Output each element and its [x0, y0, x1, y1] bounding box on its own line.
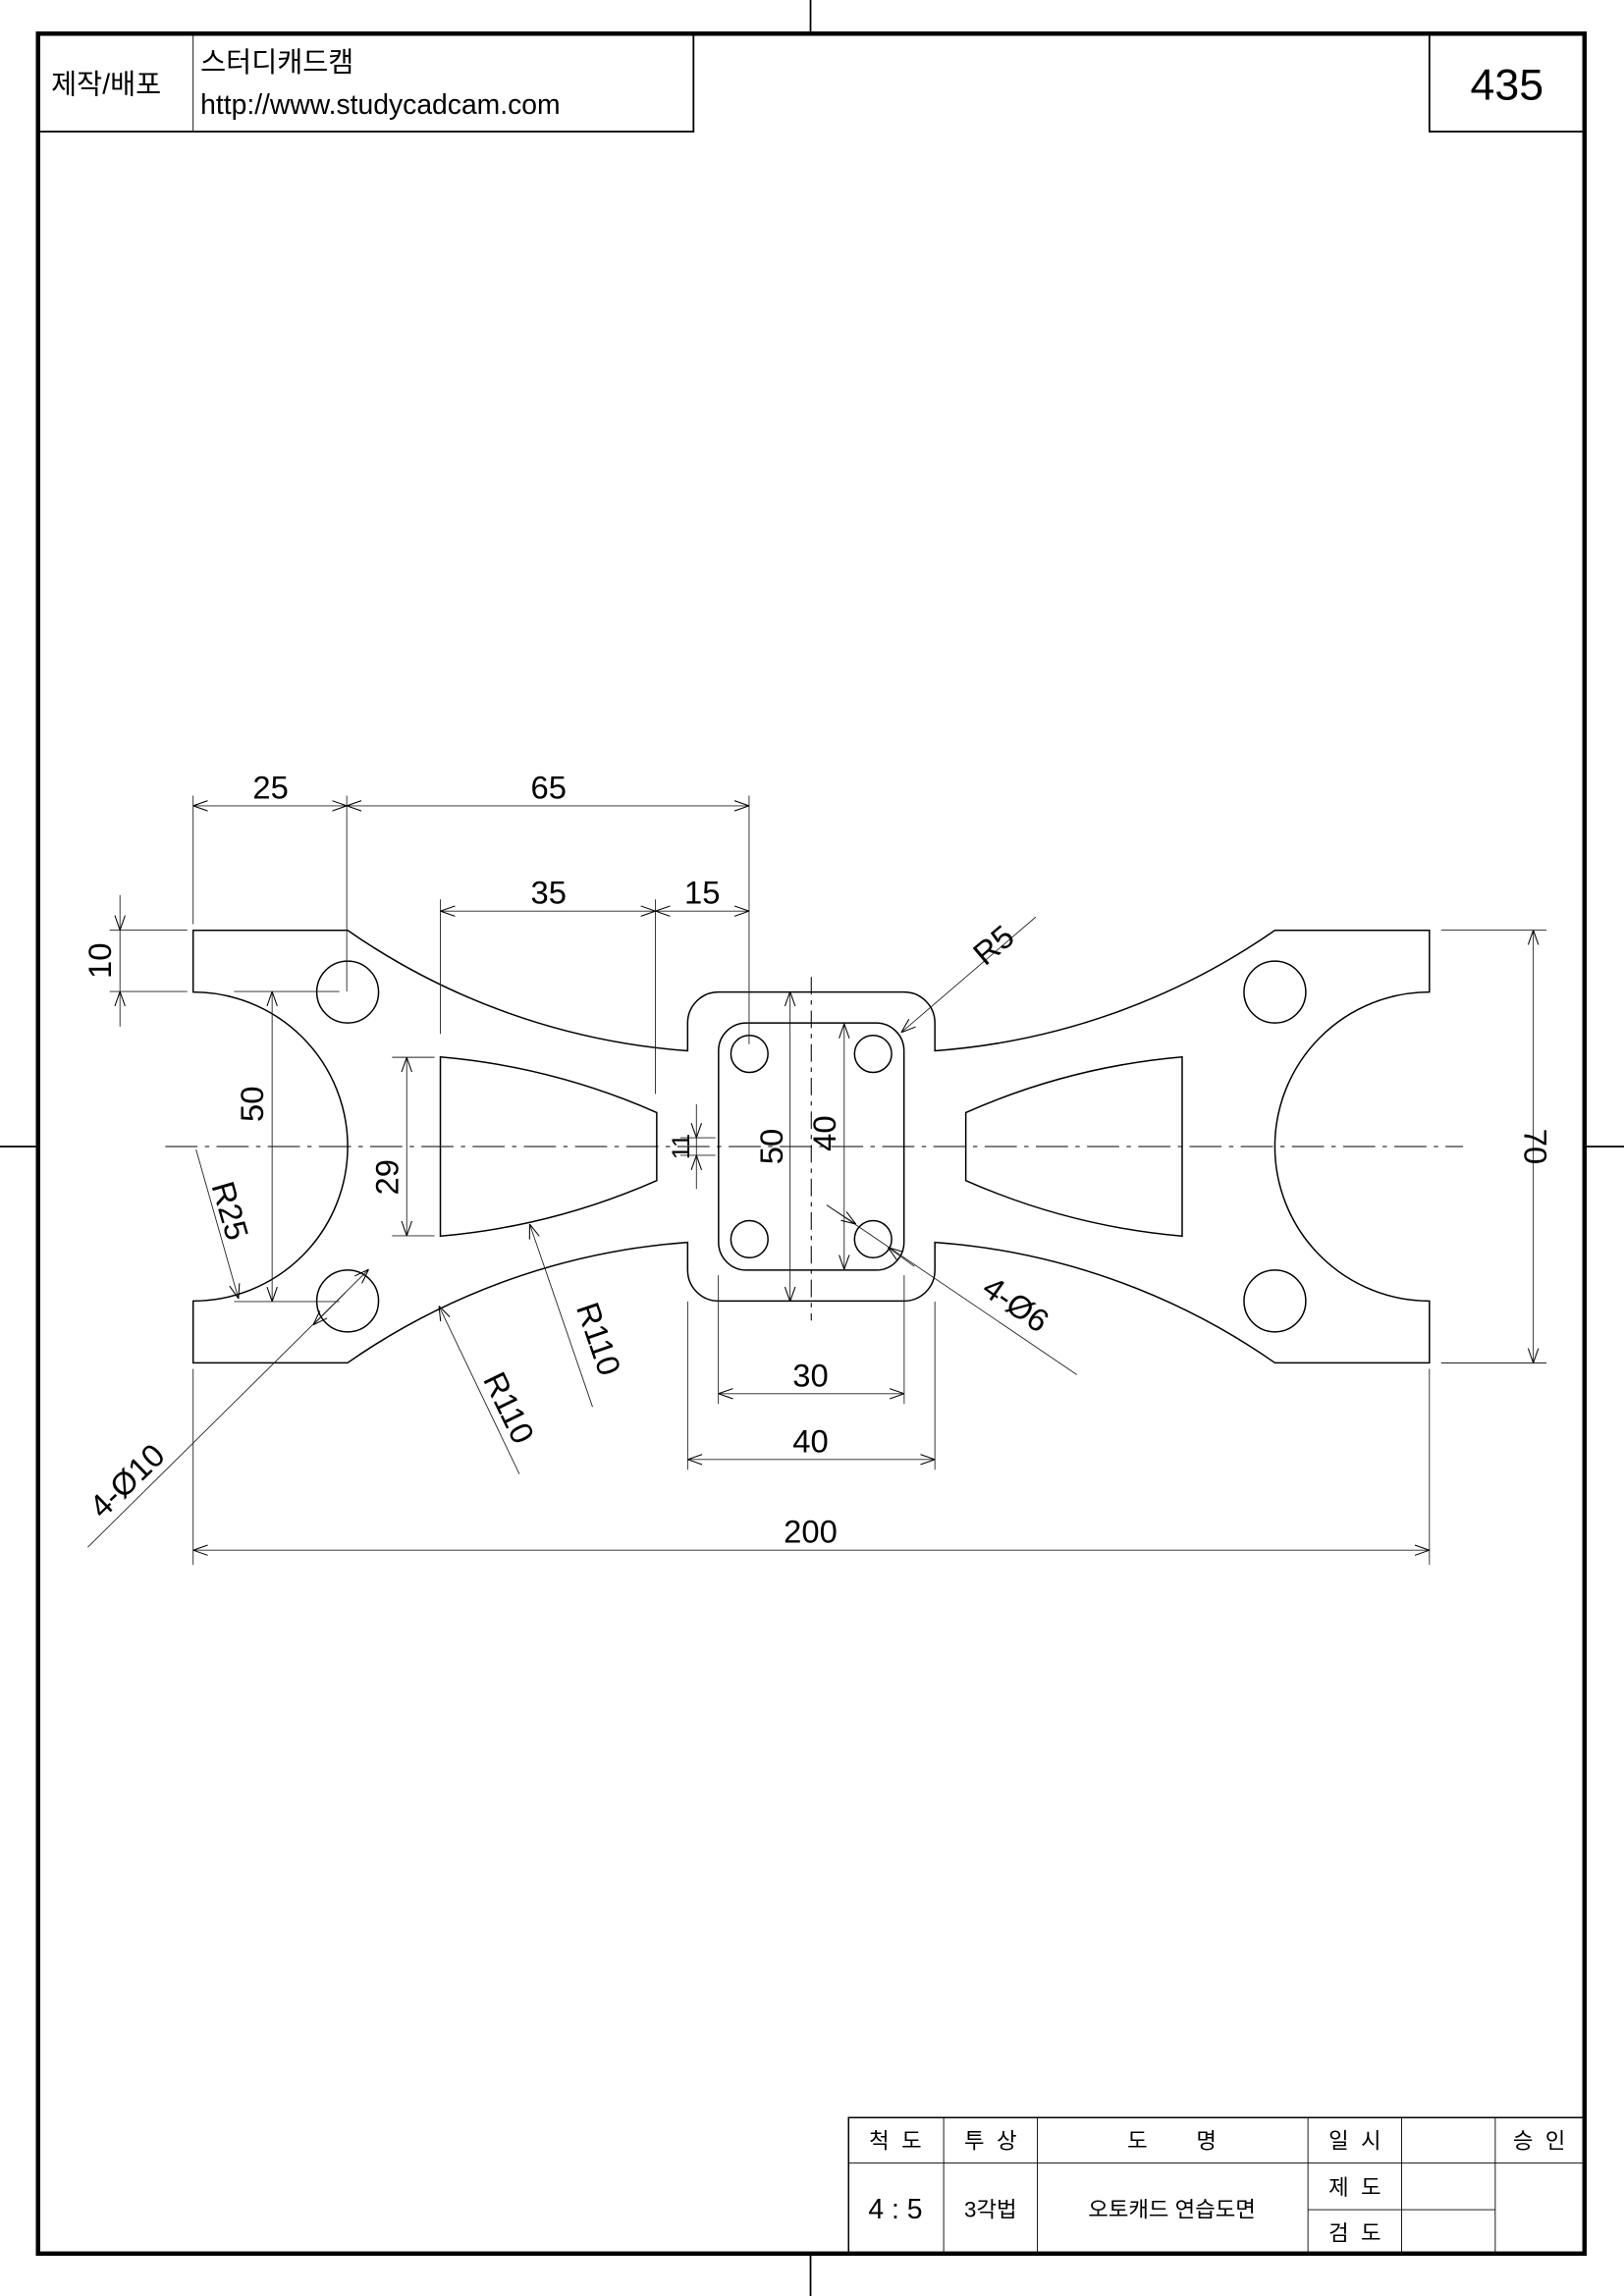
dimension-200: 200 [192, 1514, 1430, 1550]
projection-value: 3각법 [964, 2198, 1017, 2222]
scale-label: 척 도 [869, 2129, 922, 2154]
leader-r5: R5 [901, 916, 1037, 1033]
dimension-11: 11 [668, 1103, 696, 1190]
dimension-text: 65 [531, 769, 567, 805]
dimension-15: 15 [655, 875, 749, 911]
title-block: 척 도 투 상 도 명 일 시 승 인 제 도 검 도 4 : 5 3각법 오토… [847, 2116, 1586, 2255]
dimension-25: 25 [192, 769, 348, 805]
dimension-65: 65 [347, 769, 749, 805]
dimension-10: 10 [81, 894, 120, 1027]
center-pocket [719, 1023, 904, 1270]
dimension-text: R5 [966, 918, 1021, 972]
approval-label: 승 인 [1513, 2129, 1566, 2154]
hole-large [317, 1270, 379, 1332]
drawing-number-box: 435 [1428, 32, 1586, 133]
drawing-name-label: 도 명 [1127, 2129, 1217, 2154]
left-slot [441, 1057, 657, 1237]
company-name: 스터디캐드캠 [200, 46, 353, 78]
dimension-text: 29 [368, 1159, 405, 1195]
part-outline [193, 931, 1430, 1363]
dimension-text: 40 [792, 1422, 828, 1459]
dimension-text: 15 [684, 875, 720, 911]
extension-lines [109, 795, 1547, 1566]
dimension-text: 25 [252, 769, 288, 805]
hole-small [854, 1221, 892, 1258]
hole-small [854, 1036, 892, 1073]
dimension-50-center: 50 [753, 991, 789, 1302]
dimension-text: 4-Ø10 [81, 1436, 171, 1524]
leader-r25: R25 [195, 1148, 256, 1299]
header-box: 제작/배포 스터디캐드캠 http://www.studycadcam.com [36, 32, 695, 133]
dimension-text: R110 [476, 1366, 542, 1449]
dimension-40-horizontal: 40 [687, 1422, 936, 1459]
drawn-label: 제 도 [1328, 2175, 1381, 2200]
dimension-text: 200 [784, 1514, 838, 1550]
scale-value: 4 : 5 [868, 2193, 922, 2224]
date-label: 일 시 [1328, 2129, 1381, 2154]
dimension-text: 50 [753, 1129, 789, 1164]
dimension-text: R110 [569, 1298, 628, 1380]
dimension-text: 35 [531, 875, 567, 911]
dimension-30: 30 [718, 1357, 904, 1393]
dimension-text: 50 [234, 1087, 270, 1122]
dimension-40-vertical: 40 [806, 1023, 844, 1270]
hole-large [1244, 1270, 1306, 1332]
company-url[interactable]: http://www.studycadcam.com [200, 88, 560, 120]
drawing-name-value: 오토캐드 연습도면 [1088, 2198, 1256, 2222]
dimension-35: 35 [440, 875, 656, 911]
header-label: 제작/배포 [51, 68, 161, 99]
leader-4-holes-6: 4-Ø6 [826, 1204, 1077, 1375]
leader-r110-outer: R110 [439, 1306, 542, 1474]
drawing-number: 435 [1471, 61, 1544, 109]
hole-small [731, 1221, 768, 1258]
projection-label: 투 상 [964, 2129, 1017, 2154]
dimension-50-left: 50 [234, 991, 272, 1302]
part [193, 931, 1430, 1363]
dimension-70: 70 [1518, 930, 1554, 1363]
dimension-text: 30 [792, 1357, 828, 1393]
dimension-text: 40 [806, 1115, 842, 1150]
dimension-text: 10 [81, 943, 118, 979]
checked-label: 검 도 [1328, 2220, 1381, 2245]
right-slot [966, 1057, 1182, 1237]
dimension-text: 4-Ø6 [976, 1268, 1056, 1339]
dimension-29: 29 [368, 1057, 406, 1236]
dimension-text: 11 [668, 1134, 695, 1159]
leader-4-holes-10: 4-Ø10 [81, 1269, 368, 1548]
hole-large [1244, 961, 1306, 1023]
dimension-text: 70 [1518, 1129, 1554, 1164]
dimension-text: R25 [204, 1177, 255, 1244]
hole-large [317, 961, 379, 1023]
